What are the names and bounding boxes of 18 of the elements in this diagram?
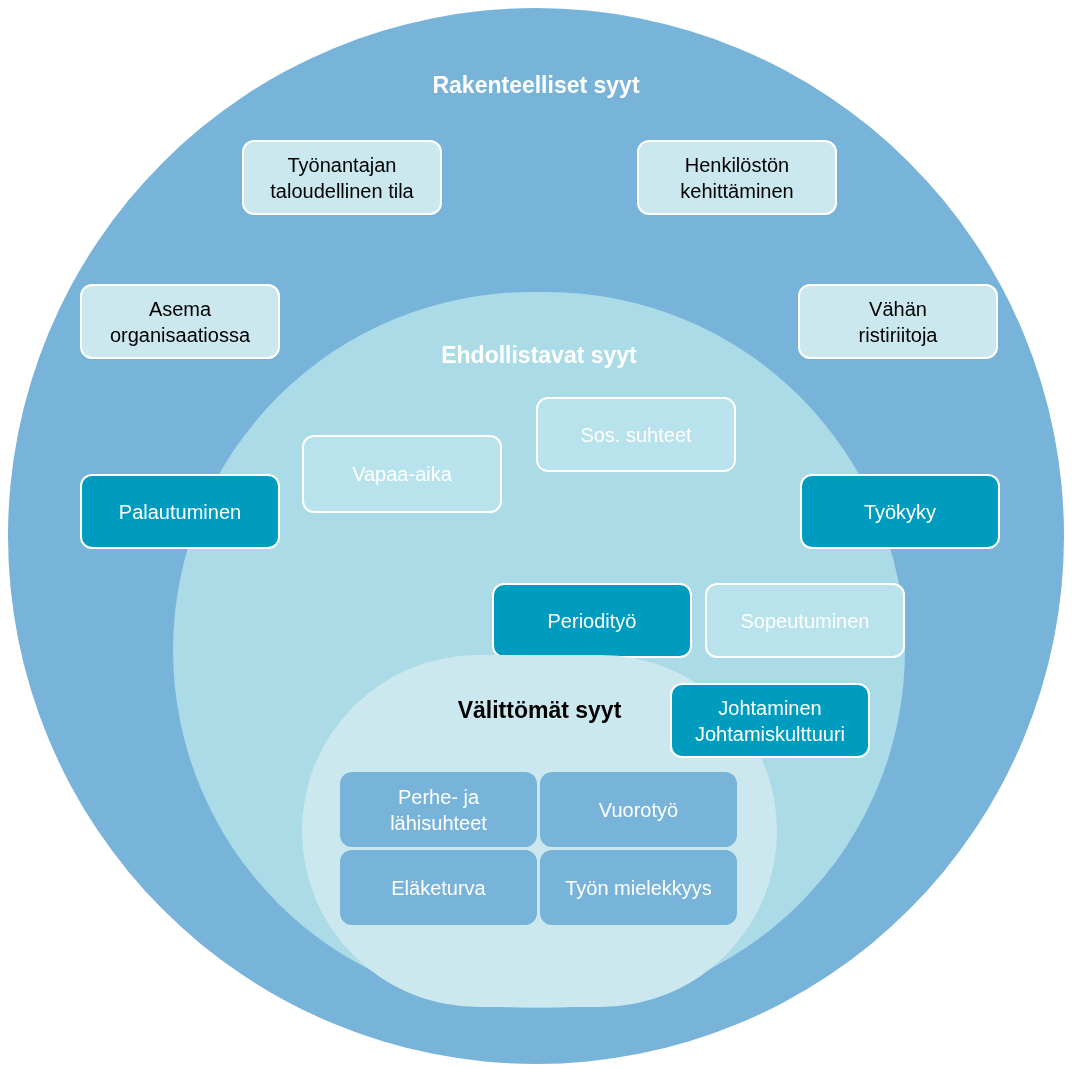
factor-box: Työn mielekkyys [540,850,737,925]
factor-box: Työnantajan taloudellinen tila [242,140,442,215]
factor-box: Asema organisaatiossa [80,284,280,359]
factor-box: Henkilöstön kehittäminen [637,140,837,215]
factor-box: Vuorotyö [540,772,737,847]
region-heading: Välittömät syyt [457,696,622,725]
factor-box: Vapaa-aika [302,435,502,513]
factor-box: Sos. suhteet [536,397,736,472]
factor-box: Palautuminen [80,474,280,549]
factor-box: Periodityö [492,583,692,658]
factor-box: Vähän ristiriitoja [798,284,998,359]
region-heading: Rakenteelliset syyt [432,71,640,100]
factor-box: Eläketurva [340,850,537,925]
region-heading: Ehdollistavat syyt [441,341,637,370]
factor-box: Perhe- ja lähisuhteet [340,772,537,847]
factor-box: Johtaminen Johtamiskulttuuri [670,683,870,758]
factor-box: Sopeutuminen [705,583,905,658]
factor-box: Työkyky [800,474,1000,549]
